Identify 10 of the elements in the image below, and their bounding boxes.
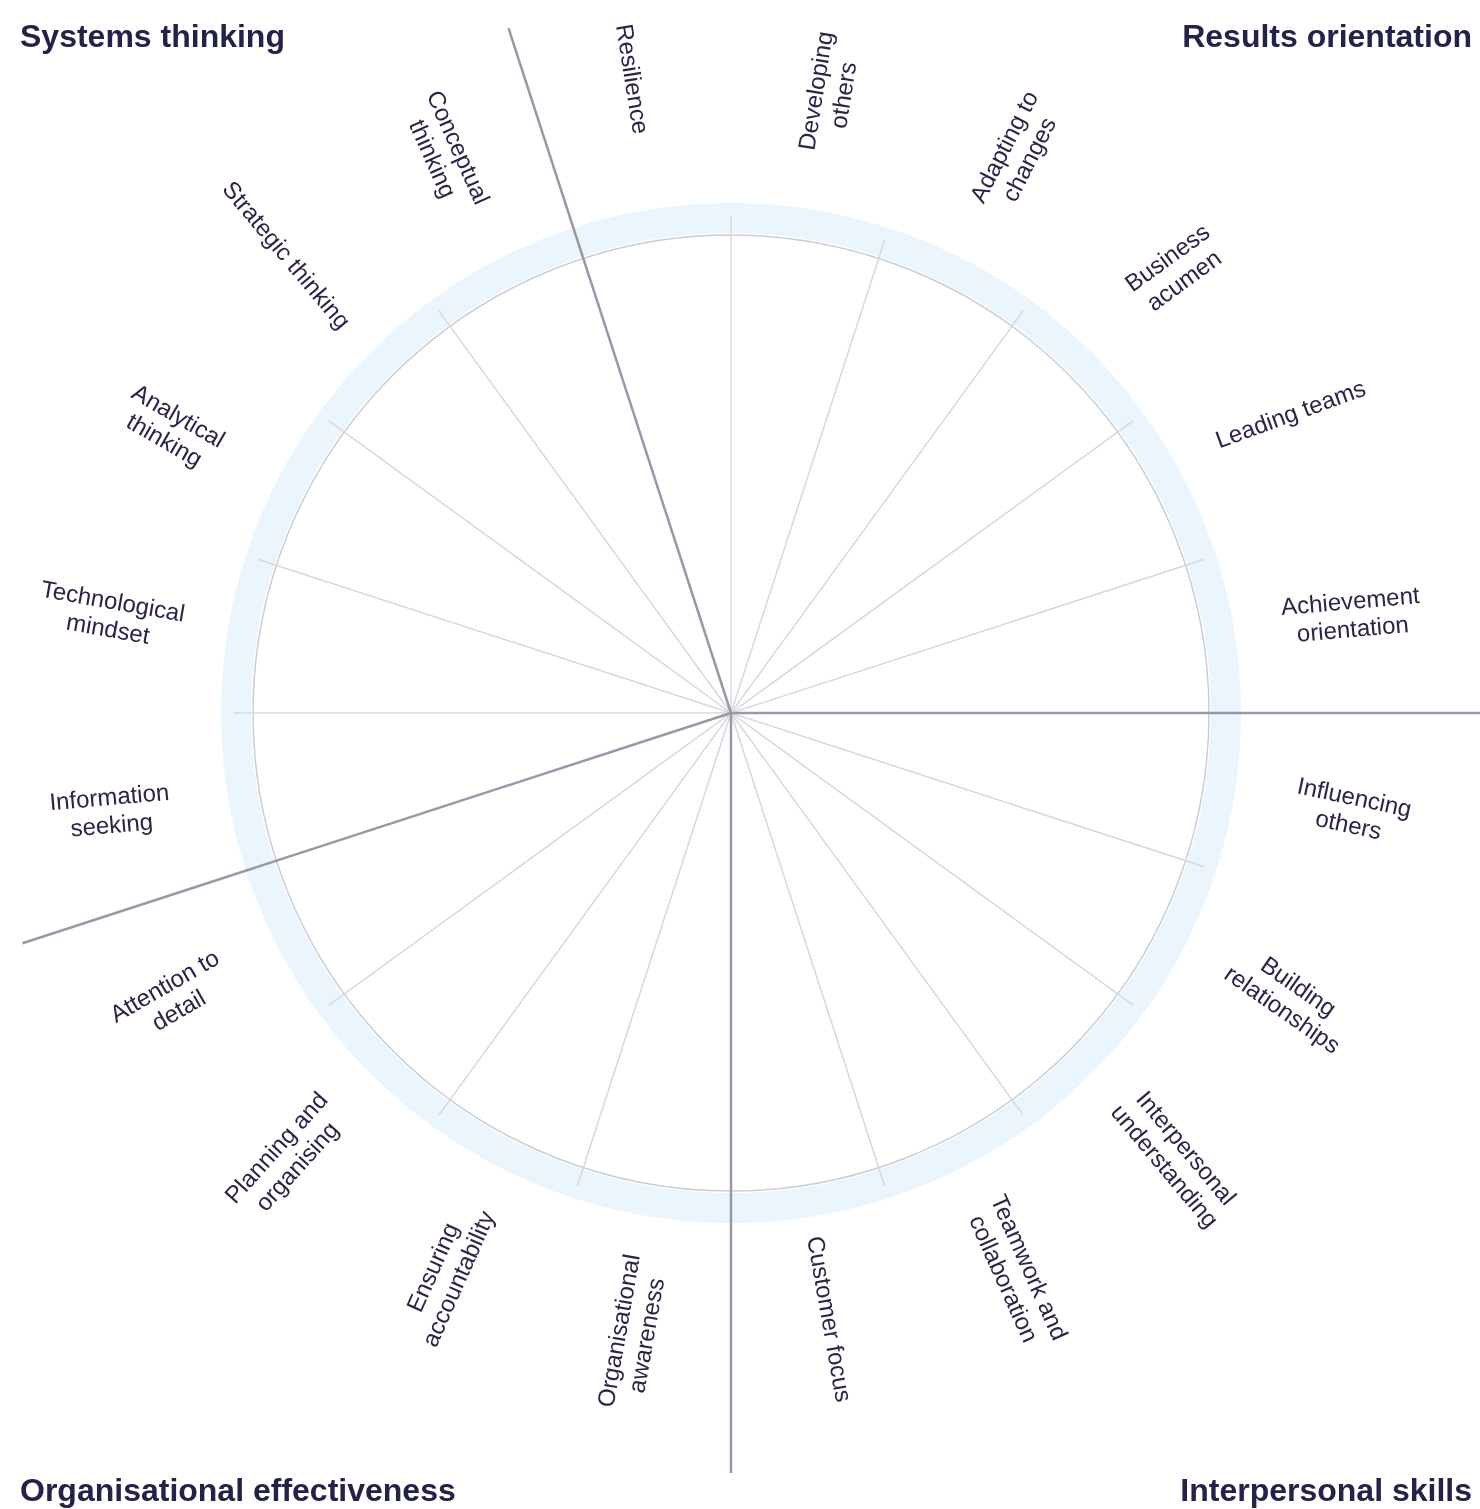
quadrant-title: Interpersonal skills	[1180, 1472, 1472, 1509]
spoke-label: Achievement orientation	[1278, 579, 1422, 649]
spoke-label: Information seeking	[47, 777, 172, 844]
spoke-label: Resilience	[610, 20, 657, 138]
spoke-label: Customer focus	[800, 1233, 859, 1407]
spoke-label: Developing others	[791, 28, 863, 154]
quadrant-title: Systems thinking	[20, 18, 285, 55]
spoke-label: Leading teams	[1210, 372, 1370, 456]
quadrant-title: Results orientation	[1182, 18, 1472, 55]
quadrant-title: Organisational effectiveness	[20, 1472, 456, 1509]
